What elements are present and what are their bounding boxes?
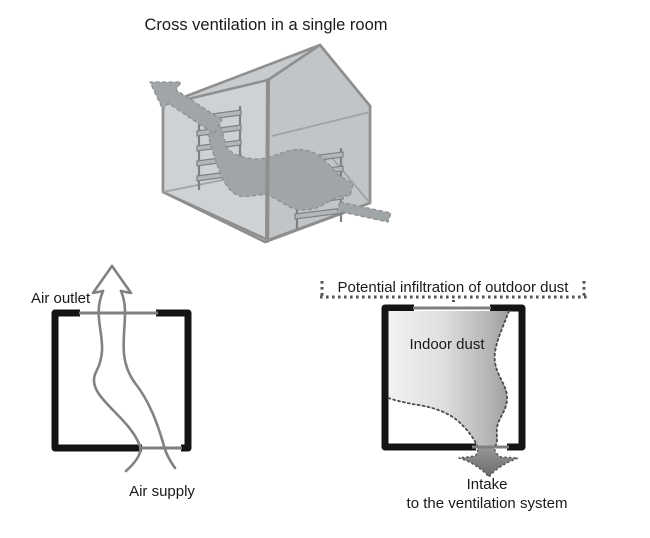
airflow-ribbon: [207, 119, 354, 211]
airflow-inlet-strip: [336, 201, 392, 223]
intake-arrow-icon: [458, 446, 519, 478]
indoor-dust-label: Indoor dust: [409, 336, 485, 353]
louver-slat: [294, 207, 344, 220]
page-title: Cross ventilation in a single room: [144, 16, 387, 34]
airflow-room-diagram: Air outlet Air supply: [31, 264, 195, 500]
air-outlet-label: Air outlet: [31, 290, 91, 307]
air-supply-label: Air supply: [129, 483, 195, 500]
house-cross-ventilation-figure: [149, 43, 392, 244]
dust-dotted-edge-bottom: [387, 397, 479, 448]
house-near-edge: [265, 78, 270, 243]
air-outlet-arrow-icon: [91, 264, 133, 295]
airflow-wavy-line-left: [92, 289, 142, 473]
airflow-wavy-line-right: [119, 289, 177, 470]
room-outline: [51, 309, 192, 452]
house-back-wall-edge: [271, 111, 371, 137]
intake-label-line1: Intake: [467, 476, 508, 493]
infiltration-label: Potential infiltration of outdoor dust: [338, 279, 570, 296]
intake-label-line2: to the ventilation system: [407, 495, 568, 512]
airflow-exit-arrow-icon: [149, 81, 223, 135]
dust-room-diagram: Potential infiltration of outdoor dust I…: [320, 279, 587, 512]
dust-dotted-edge-right: [493, 310, 510, 448]
indoor-dust-cloud: [388, 311, 509, 447]
